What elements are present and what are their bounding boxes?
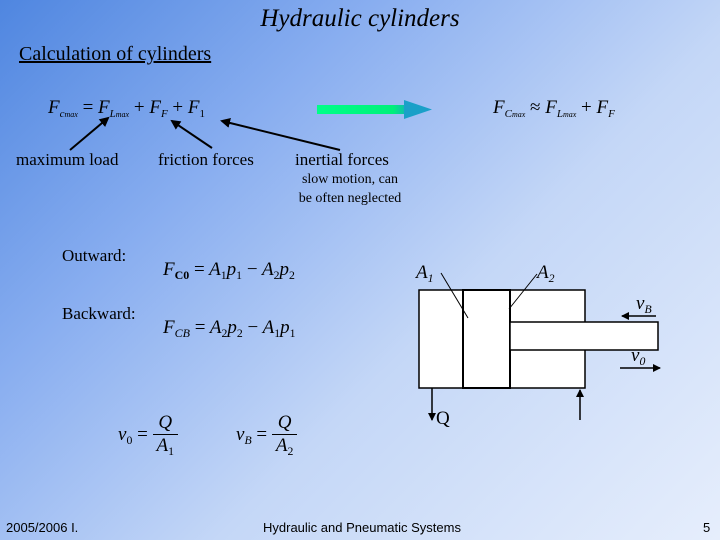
label-friction-forces: friction forces (158, 150, 254, 169)
equation-v0: v0 = Q A1 (118, 412, 179, 459)
equation-fc0: FC0 = A1p1 − A2p2 (163, 259, 295, 283)
equation-fcb: FCB = A2p2 − A1p1 (163, 317, 296, 341)
equation-vb: vB = Q A2 (236, 412, 298, 459)
label-slow-motion: slow motion, can be often neglected (298, 172, 402, 206)
label-inertial-forces: inertial forces (295, 150, 389, 169)
pointer-arrow-friction-forces (170, 119, 213, 149)
label-q: Q (436, 408, 450, 429)
pointer-arrow-maximum-load (69, 116, 110, 151)
equation-fcmax-approx: FCmax ≈ FLmax + FF (493, 97, 615, 120)
label-vb: vB (636, 293, 652, 317)
pointer-arrow-inertial-forces (220, 118, 341, 151)
implies-arrow (317, 100, 432, 119)
leader-a1 (440, 272, 469, 319)
label-v0: v0 (631, 345, 646, 369)
footer-course: Hydraulic and Pneumatic Systems (263, 520, 461, 535)
piston-rod (509, 321, 659, 351)
equation-fcmax: Fcmax = FLmax + FF + F1 (48, 97, 205, 120)
leader-a2 (508, 273, 538, 310)
page-number: 5 (703, 520, 711, 535)
label-outward: Outward: (62, 246, 127, 265)
footer-date: 2005/2006 I. (6, 520, 79, 535)
label-a1: A1 (416, 262, 434, 286)
label-a2: A2 (537, 262, 555, 286)
slide-subtitle: Calculation of cylinders (19, 43, 212, 65)
slide-title: Hydraulic cylinders (260, 5, 460, 32)
piston (462, 289, 511, 389)
label-maximum-load: maximum load (16, 150, 119, 169)
label-backward: Backward: (62, 304, 136, 323)
